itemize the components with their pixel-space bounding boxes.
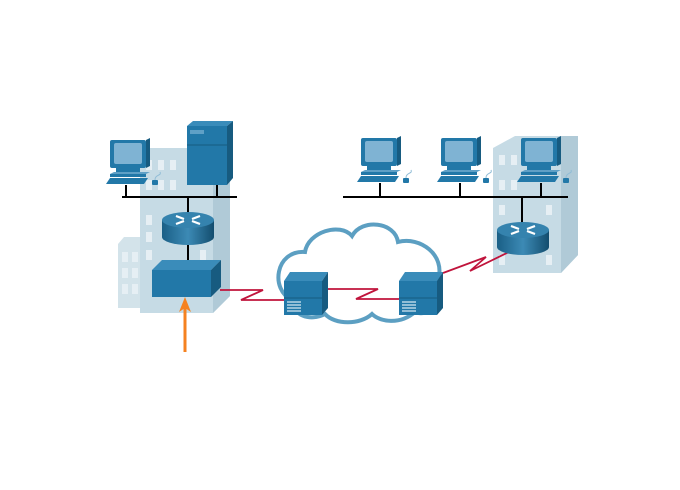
router-icon[interactable]: [160, 210, 216, 247]
router-icon[interactable]: [495, 220, 551, 257]
pc-icon[interactable]: [436, 135, 492, 184]
serial-link-icon: [220, 249, 514, 301]
lan-segment-right: [343, 183, 568, 224]
lan-segment-left: [122, 185, 237, 262]
wan-switch-icon[interactable]: [398, 271, 444, 316]
server-icon[interactable]: [187, 121, 233, 185]
wan-switch-icon[interactable]: [283, 271, 329, 316]
pc-icon[interactable]: [356, 135, 412, 184]
switch-icon[interactable]: [152, 260, 221, 297]
arrow-icon: [179, 297, 191, 352]
